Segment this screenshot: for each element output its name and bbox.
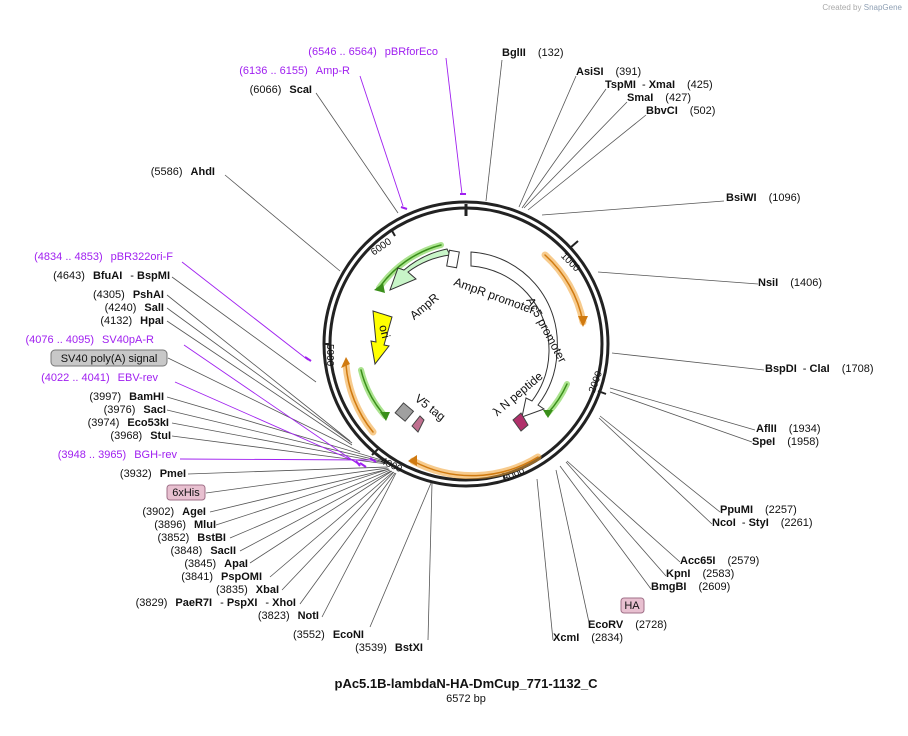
green-head-2 [543, 410, 553, 418]
orf-arc-1-edge [544, 254, 584, 323]
feature-box-sv40: SV40 poly(A) signal [50, 349, 168, 367]
6xhis-label: 6xHis [172, 487, 200, 499]
site-acc65i: Acc65I(2579) [680, 555, 759, 567]
plasmid-title: pAc5.1B-lambdaN-HA-DmCup_771-1132_C [335, 676, 599, 691]
tick-label-5000: 5000 [324, 344, 335, 367]
site-spei: SpeI(1958) [752, 436, 819, 448]
site-bstbi: (3852)BstBI [157, 532, 226, 544]
ampr-promoter-box [446, 249, 460, 269]
site-stui: (3968)StuI [110, 430, 171, 442]
feature-box-ha: HA [620, 597, 645, 614]
plasmid-size: 6572 bp [446, 693, 486, 705]
site-xcmi: XcmI(2834) [553, 632, 623, 644]
site-ncoi-styi: NcoI- StyI(2261) [712, 517, 813, 529]
orf-head-2 [408, 455, 417, 466]
site-sali: (4240)SalI [105, 302, 164, 314]
primer-sv40pa-r: (4076 .. 4095)SV40pA-R [26, 334, 155, 346]
inner-features [370, 248, 558, 433]
site-xbai: (3835)XbaI [216, 584, 279, 596]
site-nsii: NsiI(1406) [758, 277, 822, 289]
primer-ebv-rev: (4022 .. 4041)EBV-rev [41, 372, 158, 384]
site-bamhi: (3997)BamHI [89, 391, 164, 403]
v5-tag-box [394, 402, 415, 422]
left-site-labels: (6066)ScaI (5586)AhdI (4643)BfuAI- BspMI… [53, 84, 423, 654]
site-saci: (3976)SacI [104, 404, 166, 416]
site-scai: (6066)ScaI [250, 84, 312, 96]
ampr-arrow [389, 248, 451, 291]
site-ppumi: PpuMI(2257) [720, 504, 797, 516]
site-pspomi: (3841)PspOMI [181, 571, 262, 583]
lambda-n-box [512, 412, 529, 432]
orf-arc-2-edge [412, 456, 539, 477]
tick-label-6000: 6000 [369, 236, 394, 258]
orf-head-1 [578, 316, 588, 327]
site-noti: (3823)NotI [258, 610, 319, 622]
primer-pbr322ori-f: (4834 .. 4853)pBR322ori-F [34, 251, 173, 263]
orf-head-3 [341, 357, 350, 368]
site-mlui: (3896)MluI [154, 519, 216, 531]
site-aflii: AflII(1934) [756, 423, 821, 435]
leader-lines [166, 59, 765, 641]
site-agei: (3902)AgeI [142, 506, 206, 518]
primer-pbrforeco: (6546 .. 6564)pBRforEco [308, 46, 438, 58]
site-kpni: KpnI(2583) [666, 568, 734, 580]
site-hpai: (4132)HpaI [100, 315, 164, 327]
site-ahdi: (5586)AhdI [151, 166, 215, 178]
site-pshai: (4305)PshAI [93, 289, 164, 301]
site-smai: SmaI(427) [627, 92, 691, 104]
green-head-1 [374, 283, 385, 293]
watermark-brand: SnapGene [863, 3, 902, 12]
primer-markers [304, 193, 466, 468]
site-sacii: (3848)SacII [171, 545, 236, 557]
site-bfuai-bspmi: (4643)BfuAI- BspMI [53, 270, 170, 282]
small-feature-1 [411, 415, 425, 433]
site-apai: (3845)ApaI [184, 558, 248, 570]
primer-leader-lines [174, 57, 463, 466]
ori-label: ori [376, 323, 393, 340]
primer-bgh-rev: (3948 .. 3965)BGH-rev [58, 449, 178, 461]
green-arc-1-edge [378, 244, 442, 289]
tick-label-4000: 4000 [379, 456, 404, 476]
site-tspmi-xmai: TspMI- XmaI(425) [605, 79, 713, 91]
ampr-label: AmpR [407, 290, 442, 322]
site-bspdi-clai: BspDI- ClaI(1708) [765, 363, 874, 375]
site-bglii: BglII(132) [502, 47, 564, 59]
primer-labels: (6546 .. 6564)pBRforEco (6136 .. 6155)Am… [26, 46, 438, 461]
site-bmgbi: BmgBI(2609) [651, 581, 730, 593]
arrow-heads [341, 283, 588, 466]
site-eco53ki: (3974)Eco53kI [88, 417, 169, 429]
snapgene-watermark: Created by SnapGene [822, 3, 902, 12]
site-pmei: (3932)PmeI [120, 468, 186, 480]
green-arc-3 [358, 367, 388, 419]
ac5-promoter-arrow [470, 251, 558, 418]
backbone-circle [322, 200, 610, 488]
site-ecorv: EcoRV(2728) [588, 619, 667, 631]
sv40-label: SV40 poly(A) signal [61, 353, 158, 365]
feature-box-6xhis: 6xHis [166, 484, 206, 501]
green-head-3 [380, 412, 390, 421]
orf-arc-3-edge [345, 364, 374, 433]
ori-arrow [370, 310, 393, 366]
right-site-labels: BglII(132) AsiSI(391) TspMI- XmaI(425) S… [502, 47, 874, 644]
site-bsiwi: BsiWI(1096) [726, 192, 800, 204]
site-asisi: AsiSI(391) [576, 66, 641, 78]
primer-amp-r: (6136 .. 6155)Amp-R [239, 65, 350, 77]
ha-label: HA [624, 600, 640, 612]
site-paer7i-pspxi-xhoi: (3829)PaeR7I- PspXI- XhoI [136, 597, 296, 609]
watermark-prefix: Created by [822, 3, 862, 12]
site-econi: (3552)EcoNI [293, 629, 364, 641]
site-bbvci: BbvCI(502) [646, 105, 715, 117]
site-bstxi: (3539)BstXI [355, 642, 423, 654]
